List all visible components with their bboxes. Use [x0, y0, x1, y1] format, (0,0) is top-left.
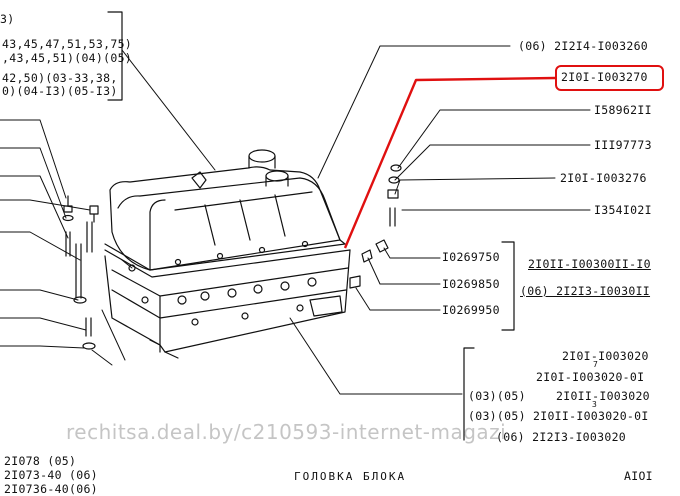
- part-label: 2I0I-I003276: [560, 171, 647, 185]
- footer-ref: 2I078 (05): [4, 454, 77, 468]
- block-part-index: 7: [593, 360, 599, 369]
- note-line: ,43,45,51)(04)(05): [2, 51, 133, 65]
- footer-ref: 2I073-40 (06): [4, 468, 98, 482]
- note-line: 3): [0, 12, 15, 26]
- note-line: 42,50)(03-33,38,: [2, 71, 118, 85]
- part-label-highlighted: 2I0I-I003270: [561, 70, 648, 84]
- valve-cover: [109, 166, 341, 271]
- cylinder-head: [104, 249, 351, 353]
- block-part: 2I0I-I003020: [562, 349, 649, 363]
- note-line: 43,45,47,51,53,75): [2, 37, 133, 51]
- part-label: I354I02I: [594, 203, 652, 217]
- cover-gasket: [104, 239, 351, 278]
- part-label-cover-group: (06) 2I2I4-I003260: [518, 39, 649, 53]
- part-label: I0269950: [442, 303, 500, 317]
- filler-neck: [248, 149, 276, 163]
- watermark: rechitsa.deal.by/c210593-internet-magazi: [66, 420, 507, 444]
- left-stud: [63, 195, 73, 213]
- page-title: ГОЛОВКА БЛОКА: [294, 470, 407, 483]
- highlight-box: [555, 65, 664, 91]
- part-label: I0269750: [442, 250, 500, 264]
- footer-ref: 2I0736-40(06): [4, 482, 98, 496]
- note-line: 0)(04-I3)(05-I3): [2, 84, 118, 98]
- block-part-prefix: (03)(05): [468, 389, 526, 403]
- group-label-a: 2I0II-I00300II-I0: [528, 257, 651, 271]
- part-label: I58962II: [594, 103, 652, 117]
- block-part: 2I0II-I003020: [556, 389, 650, 403]
- group-label-b: (06) 2I2I3-I0030II: [520, 284, 651, 298]
- block-bracket: [463, 347, 475, 441]
- part-label: I0269850: [442, 277, 500, 291]
- cap-part: [375, 239, 389, 253]
- block-part-index: 3: [592, 400, 598, 409]
- group-a-bracket: [501, 241, 515, 331]
- part-label: III97773: [594, 138, 652, 152]
- block-part: (06) 2I2I3-I003020: [496, 430, 627, 444]
- highlight-pointer: [343, 76, 556, 249]
- page-number: AIOI: [624, 469, 653, 483]
- block-part: 2I0I-I003020-0I: [536, 370, 645, 384]
- notes-bracket: [107, 11, 123, 101]
- block-part: (03)(05) 2I0II-I003020-0I: [468, 409, 649, 423]
